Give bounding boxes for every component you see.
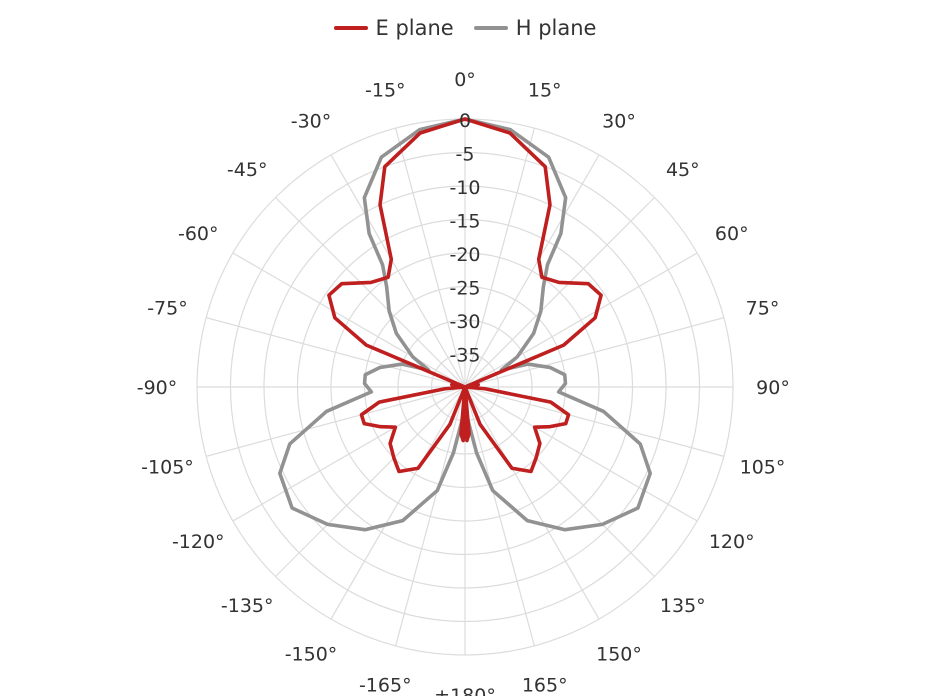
legend-item-e-plane[interactable]: E plane <box>333 16 454 40</box>
angle-tick-label: 120° <box>709 531 755 553</box>
legend-swatch-e-plane <box>333 26 368 30</box>
angle-tick-label: 105° <box>740 457 786 479</box>
angle-tick-label: -120° <box>172 531 225 553</box>
grid-spoke <box>464 127 535 388</box>
grid-spoke <box>395 386 466 647</box>
angle-tick-label: -150° <box>285 644 338 666</box>
grid-spoke <box>395 127 466 388</box>
angle-tick-label: 15° <box>528 79 562 101</box>
angle-tick-label: -60° <box>178 223 219 245</box>
radial-tick-label: 0 <box>459 110 471 132</box>
angle-tick-label: 90° <box>756 377 790 399</box>
radial-tick-label: -5 <box>456 144 475 166</box>
angle-tick-label: 165° <box>522 675 568 696</box>
angle-tick-label: -90° <box>137 377 178 399</box>
grid-spoke <box>232 386 466 522</box>
angle-tick-label: 135° <box>660 595 706 617</box>
grid-spoke <box>464 154 600 388</box>
angle-tick-label: -75° <box>147 297 188 319</box>
chart-legend: E plane H plane <box>0 16 930 40</box>
grid-spoke <box>464 386 600 620</box>
radial-tick-label: -25 <box>449 278 480 300</box>
angle-tick-label: -165° <box>359 675 412 696</box>
grid-spoke <box>464 197 655 388</box>
grid-spoke <box>275 386 466 577</box>
grid-spoke <box>330 386 466 620</box>
grid-spoke <box>464 386 725 457</box>
radial-tick-label: -15 <box>449 211 480 233</box>
angle-tick-label: -135° <box>221 595 274 617</box>
radial-tick-label: -30 <box>449 311 480 333</box>
angle-tick-label: 0° <box>454 69 476 91</box>
radial-tick-label: -10 <box>449 177 480 199</box>
angle-tick-label: 75° <box>746 297 780 319</box>
grid-spoke <box>232 252 466 388</box>
radial-tick-label: -35 <box>449 345 480 367</box>
grid-spoke <box>205 317 466 388</box>
angle-tick-label: -15° <box>365 79 406 101</box>
legend-swatch-h-plane <box>473 26 508 30</box>
radial-tick-label: -20 <box>449 244 480 266</box>
angle-tick-label: 45° <box>666 159 700 181</box>
angle-tick-label: ±180° <box>434 685 496 696</box>
legend-item-h-plane[interactable]: H plane <box>473 16 597 40</box>
grid-spoke <box>464 386 698 522</box>
angle-tick-label: -105° <box>141 457 194 479</box>
grid-spoke <box>275 197 466 388</box>
series-line-e-plane <box>327 117 603 474</box>
legend-label-e-plane: E plane <box>375 16 454 40</box>
grid-spoke <box>464 386 655 577</box>
grid-spoke <box>330 154 466 388</box>
grid-spoke <box>205 386 466 457</box>
grid-spoke <box>464 252 698 388</box>
angle-tick-label: 150° <box>596 644 642 666</box>
angle-tick-label: 30° <box>602 110 636 132</box>
angle-tick-label: -45° <box>227 159 268 181</box>
angle-tick-label: -30° <box>291 110 332 132</box>
grid-spoke <box>464 317 725 388</box>
grid-spoke <box>464 386 535 647</box>
angle-tick-label: 60° <box>715 223 749 245</box>
legend-label-h-plane: H plane <box>515 16 597 40</box>
